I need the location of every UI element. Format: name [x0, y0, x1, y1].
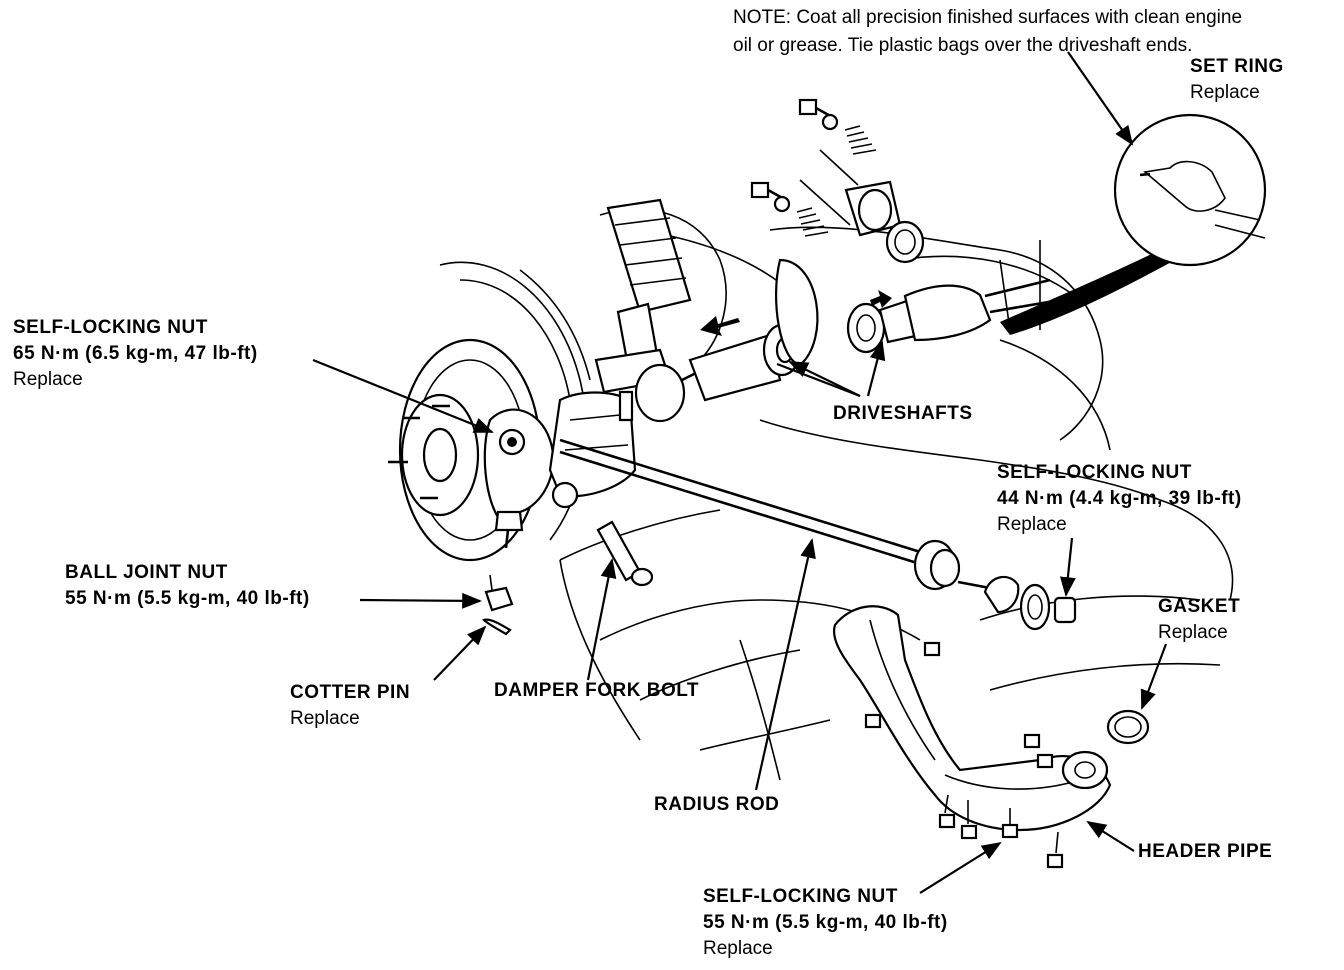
- label-self-locking-nut-65: SELF-LOCKING NUT 65 N·m (6.5 kg-m, 47 lb…: [13, 315, 258, 393]
- self-locking-nut-44-note: Replace: [997, 514, 1067, 535]
- label-header-pipe: HEADER PIPE: [1138, 839, 1272, 865]
- damper-fork: [548, 390, 654, 587]
- bearing-bolts: [750, 98, 877, 237]
- driveshafts-title: DRIVESHAFTS: [833, 403, 973, 424]
- set-ring-title: SET RING: [1190, 56, 1284, 77]
- ball-joint-nut-part: [481, 574, 514, 636]
- ball-joint-nut-spec: 55 N·m (5.5 kg-m, 40 lb-ft): [65, 588, 310, 609]
- damper-strut: [594, 198, 692, 394]
- damper-fork-bolt-title: DAMPER FORK BOLT: [494, 680, 700, 701]
- gasket-note: Replace: [1158, 622, 1228, 643]
- self-locking-nut-65-note: Replace: [13, 369, 83, 390]
- label-gasket: GASKET Replace: [1158, 594, 1240, 646]
- note-line-1: NOTE: Coat all precision finished surfac…: [733, 7, 1243, 28]
- cotter-pin-note: Replace: [290, 708, 360, 729]
- radius-rod: [559, 438, 1077, 631]
- header-pipe: [832, 605, 1150, 869]
- label-self-locking-nut-55: SELF-LOCKING NUT 55 N·m (5.5 kg-m, 40 lb…: [703, 884, 948, 962]
- header-pipe-title: HEADER PIPE: [1138, 841, 1273, 862]
- self-locking-nut-55-note: Replace: [703, 938, 773, 959]
- ball-joint-nut-title: BALL JOINT NUT: [65, 562, 228, 583]
- intermediate-bearing: [799, 149, 925, 264]
- coating-note: NOTE: Coat all precision finished surfac…: [733, 4, 1242, 60]
- set-ring-note: Replace: [1190, 82, 1260, 103]
- label-self-locking-nut-44: SELF-LOCKING NUT 44 N·m (4.4 kg-m, 39 lb…: [997, 460, 1242, 538]
- self-locking-nut-44-title: SELF-LOCKING NUT: [997, 462, 1192, 483]
- self-locking-nut-44-spec: 44 N·m (4.4 kg-m, 39 lb-ft): [997, 488, 1242, 509]
- label-set-ring: SET RING Replace: [1190, 54, 1284, 106]
- label-ball-joint-nut: BALL JOINT NUT 55 N·m (5.5 kg-m, 40 lb-f…: [65, 560, 310, 612]
- label-radius-rod: RADIUS ROD: [654, 792, 779, 818]
- note-line-2: oil or grease. Tie plastic bags over the…: [733, 35, 1193, 56]
- label-damper-fork-bolt: DAMPER FORK BOLT: [494, 678, 699, 704]
- self-locking-nut-55-title: SELF-LOCKING NUT: [703, 886, 898, 907]
- leader-arrows: [312, 51, 1168, 894]
- steering-knuckle: [483, 408, 555, 549]
- radius-rod-title: RADIUS ROD: [654, 794, 780, 815]
- label-cotter-pin: COTTER PIN Replace: [290, 680, 410, 732]
- driveshaft-inner: [634, 258, 819, 423]
- self-locking-nut-65-title: SELF-LOCKING NUT: [13, 317, 208, 338]
- cotter-pin-title: COTTER PIN: [290, 682, 411, 703]
- driveshaft-outer: [846, 245, 1175, 354]
- gasket-title: GASKET: [1158, 596, 1241, 617]
- self-locking-nut-55-spec: 55 N·m (5.5 kg-m, 40 lb-ft): [703, 912, 948, 933]
- self-locking-nut-65-spec: 65 N·m (6.5 kg-m, 47 lb-ft): [13, 343, 258, 364]
- label-driveshafts: DRIVESHAFTS: [833, 401, 973, 427]
- set-ring-inset: [1113, 113, 1267, 267]
